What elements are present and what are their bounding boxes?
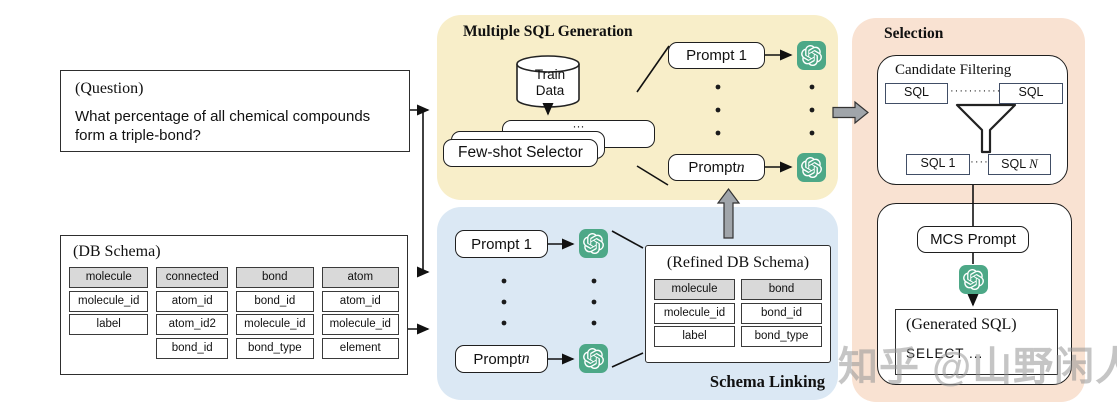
table-cell: bond_type xyxy=(236,337,314,359)
prompt-1-label: Prompt 1 xyxy=(686,47,747,64)
msg-prompt-n-box: Prompt n xyxy=(668,154,765,181)
gpt-icon xyxy=(579,344,608,373)
funnel-icon xyxy=(955,103,1017,154)
prompt-n-label: Prompt xyxy=(688,159,737,176)
table-cell: molecule_id xyxy=(654,302,735,324)
table-cell: molecule_id xyxy=(69,290,149,312)
generated-sql-label: (Generated SQL) xyxy=(906,316,1017,333)
gpt-icon xyxy=(797,41,826,70)
dots-separator: ··········· xyxy=(950,85,1002,97)
mcs-prompt-box: MCS Prompt xyxy=(917,226,1029,253)
region-multiple-sql-generation xyxy=(437,15,838,200)
sl-prompt-n-box: Prompt n xyxy=(455,345,548,373)
db-schema-box: (DB Schema) molecule molecule_id label c… xyxy=(60,235,408,375)
gpt-icon xyxy=(959,265,988,294)
db-schema-label: (DB Schema) xyxy=(73,243,161,260)
schema-linking-title: Schema Linking xyxy=(709,372,825,391)
table-cell: bond_id xyxy=(741,302,822,324)
prompt-n-label: Prompt xyxy=(473,350,522,368)
msg-prompt-1-box: Prompt 1 xyxy=(668,42,765,69)
candidate-filtering-box: Candidate Filtering SQL ··········· SQL … xyxy=(877,55,1068,185)
schema-table-bond: bond bond_id molecule_id bond_type xyxy=(236,267,314,359)
table-header: bond xyxy=(741,279,822,300)
refined-db-schema-label: (Refined DB Schema) xyxy=(666,254,810,271)
refined-tables: molecule molecule_id label bond bond_id … xyxy=(646,279,830,347)
table-cell: atom_id xyxy=(156,290,229,312)
table-cell: element xyxy=(321,337,399,359)
refined-table-molecule: molecule molecule_id label xyxy=(654,279,735,347)
table-header: atom xyxy=(321,267,399,288)
schema-table-connected: connected atom_id atom_id2 bond_id xyxy=(156,267,229,359)
stack-ellipsis: ··· xyxy=(572,119,585,133)
table-cell: bond_id xyxy=(236,290,314,312)
table-cell: label xyxy=(654,326,735,347)
table-header: bond xyxy=(236,267,314,288)
table-cell: label xyxy=(69,314,149,335)
table-header: connected xyxy=(156,267,229,288)
generated-sql-code: SELECT ... xyxy=(906,346,984,361)
refined-db-schema-box: (Refined DB Schema) molecule molecule_id… xyxy=(645,245,831,363)
schema-table-molecule: molecule molecule_id label xyxy=(69,267,149,359)
table-cell: atom_id xyxy=(321,290,399,312)
sql-box-right: SQL xyxy=(999,83,1063,104)
dots-separator: ···· xyxy=(970,156,989,168)
mcs-prompt-label: MCS Prompt xyxy=(930,231,1016,248)
sl-prompt-1-box: Prompt 1 xyxy=(455,230,548,258)
sql-n-label: SQL xyxy=(1001,157,1030,171)
refined-table-bond: bond bond_id bond_type xyxy=(741,279,822,347)
sql-box-left: SQL xyxy=(885,83,948,104)
database-cylinder-icon xyxy=(516,55,580,108)
prompt-n-var: n xyxy=(736,158,745,176)
few-shot-selector-box: Few-shot Selector xyxy=(443,139,598,167)
table-cell: molecule_id xyxy=(321,314,399,335)
sql-n-box: SQL N xyxy=(988,154,1051,175)
few-shot-selector-label: Few-shot Selector xyxy=(458,144,583,161)
table-header: molecule xyxy=(654,279,735,300)
table-header: molecule xyxy=(69,267,149,288)
gpt-icon xyxy=(579,229,608,258)
table-cell: bond_type xyxy=(741,326,822,347)
prompt-n-var: n xyxy=(521,350,530,367)
question-text: What percentage of all chemical compound… xyxy=(75,108,371,144)
selection-title: Selection xyxy=(884,25,944,42)
multiple-sql-generation-title: Multiple SQL Generation xyxy=(463,23,633,40)
question-label: (Question) xyxy=(75,80,144,97)
candidate-filtering-label: Candidate Filtering xyxy=(895,62,1012,78)
table-cell: bond_id xyxy=(156,337,229,359)
question-box: (Question) What percentage of all chemic… xyxy=(60,70,410,152)
train-data-label: Train Data xyxy=(534,67,566,98)
sql-n-var: N xyxy=(1029,156,1038,171)
schema-table-atom: atom atom_id molecule_id element xyxy=(321,267,399,359)
table-cell: molecule_id xyxy=(236,314,314,335)
gpt-icon xyxy=(797,153,826,182)
table-cell: atom_id2 xyxy=(156,314,229,335)
prompt-1-label: Prompt 1 xyxy=(471,235,532,253)
db-schema-tables: molecule molecule_id label connected ato… xyxy=(67,267,401,359)
sql-1-box: SQL 1 xyxy=(906,154,970,175)
generated-sql-box: (Generated SQL) SELECT ... xyxy=(895,309,1058,375)
